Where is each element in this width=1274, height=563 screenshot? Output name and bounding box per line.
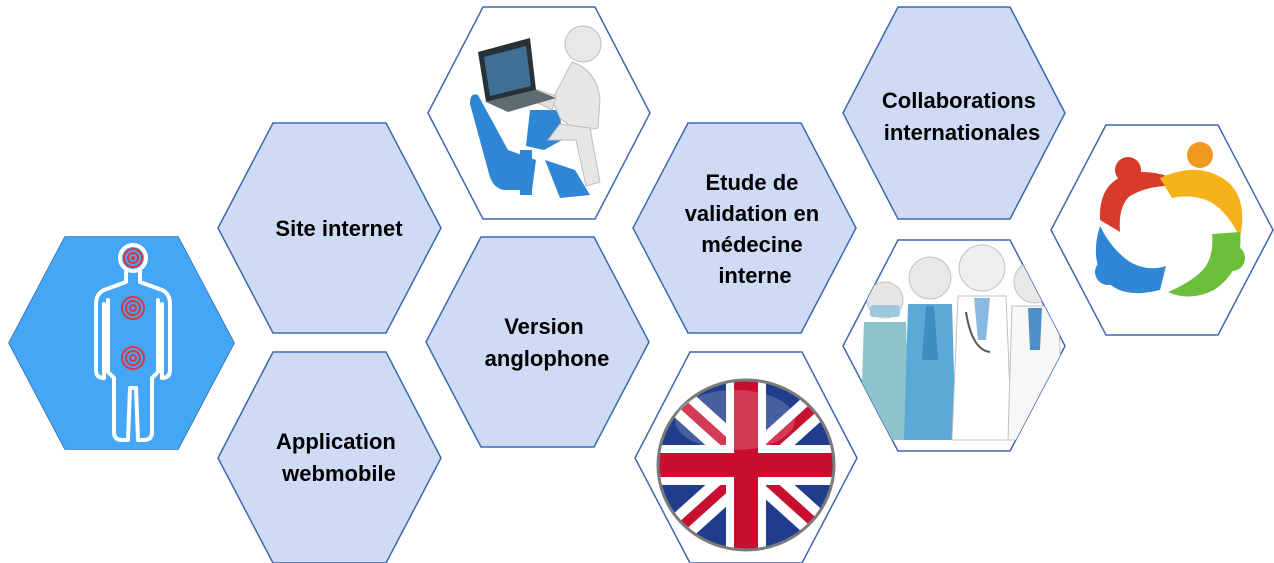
hex-etude-label: Etude de validation en médecine interne: [685, 170, 826, 288]
people-circle-collaboration-icon: [1050, 124, 1274, 336]
hex-app-label: Application webmobile: [276, 429, 402, 486]
hex-version-label: Version anglophone: [485, 314, 610, 371]
medical-team-icon: [842, 239, 1066, 452]
hex-collaborations: Collaborations internationales: [842, 6, 1066, 220]
uk-flag-icon: [634, 351, 858, 563]
human-body-pain-points-icon: [8, 236, 235, 450]
hex-collab-label: Collaborations internationales: [882, 88, 1042, 145]
person-with-laptop-icon: [427, 6, 651, 220]
hex-etude-validation: Etude de validation en médecine interne: [632, 122, 857, 334]
hex-application-webmobile: Application webmobile: [217, 351, 442, 563]
hex-site-internet: Site internet: [217, 122, 442, 334]
hex-version-anglophone: Version anglophone: [425, 236, 650, 448]
hex-site-label: Site internet: [275, 216, 403, 241]
